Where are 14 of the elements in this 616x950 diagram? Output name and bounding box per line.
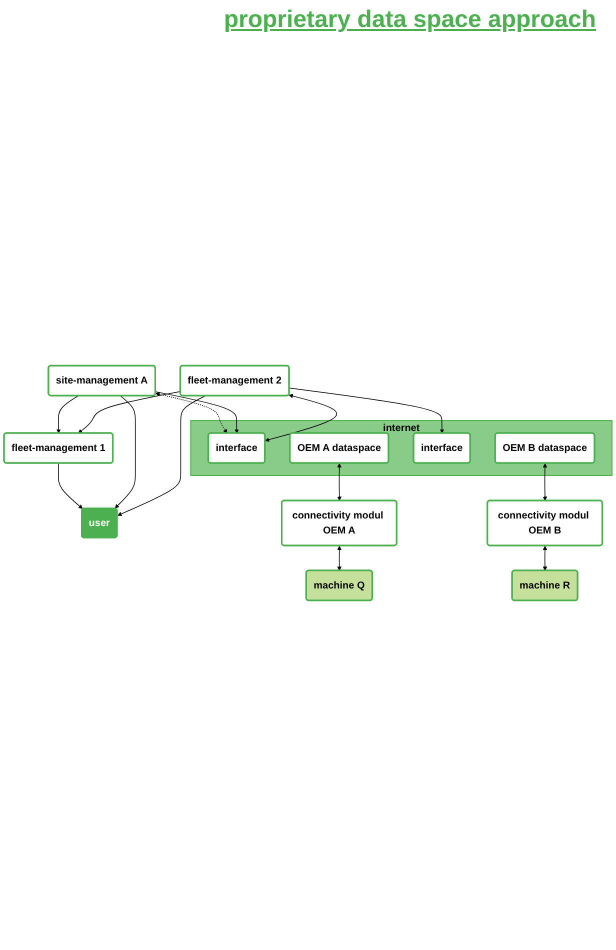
arrow <box>337 463 342 501</box>
arrow <box>78 391 181 434</box>
arrow <box>117 395 206 516</box>
arrow <box>155 391 239 434</box>
arrow <box>56 395 79 434</box>
arrow <box>155 392 228 434</box>
arrow <box>264 394 338 442</box>
diagram-title: proprietary data space approach <box>222 5 597 35</box>
arrow <box>542 463 548 501</box>
arrow <box>288 388 444 434</box>
arrow <box>542 546 548 571</box>
arrow <box>58 462 83 509</box>
arrow <box>114 395 136 508</box>
arrow <box>337 546 342 571</box>
